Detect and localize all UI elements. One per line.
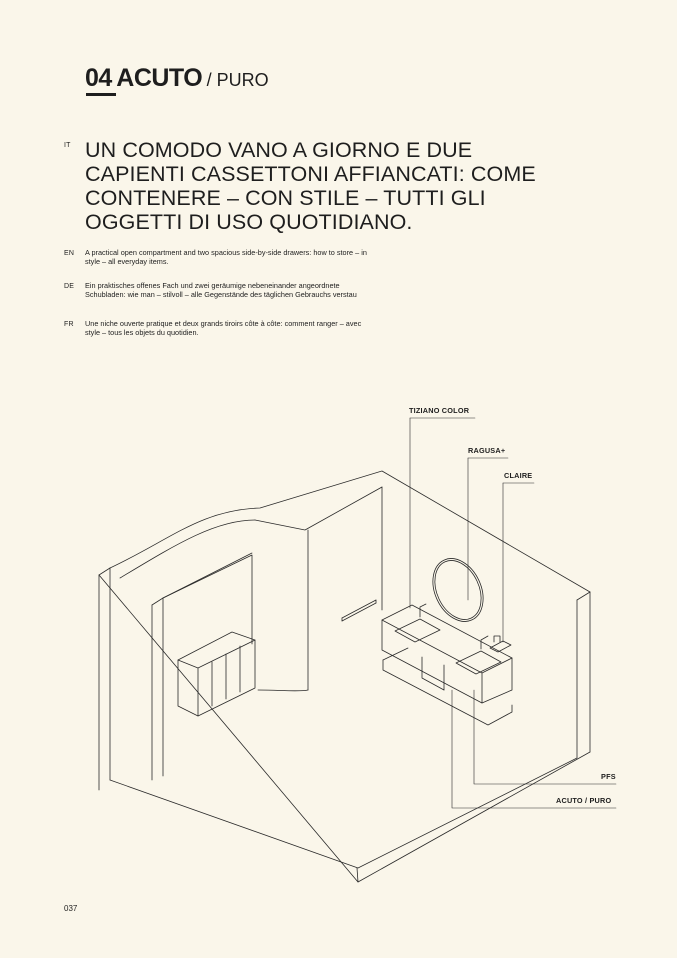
text-fr: Une niche ouverte pratique et deux grand…	[85, 319, 362, 337]
product-subname: / PURO	[206, 70, 269, 90]
wall-storage-units	[177, 631, 256, 717]
callout-lines	[409, 417, 617, 809]
vanity-acuto-puro	[381, 603, 513, 726]
accessory-claire	[489, 635, 512, 653]
label-acuto-puro: ACUTO / PURO	[556, 796, 612, 805]
lang-code-it: IT	[64, 142, 71, 149]
shower-panel	[151, 552, 253, 781]
product-name: ACUTO	[116, 64, 203, 92]
text-de: Ein praktisches offenes Fach und zwei ge…	[85, 281, 357, 299]
label-claire: CLAIRE	[504, 471, 533, 480]
section-number: 04	[85, 64, 112, 92]
mirror-ragusa	[432, 558, 484, 622]
label-tiziano-color: TIZIANO COLOR	[409, 406, 470, 415]
lang-code-en: EN	[64, 250, 75, 257]
number-underline	[86, 93, 116, 96]
room-outline	[98, 470, 591, 883]
curved-partition-wall	[119, 486, 383, 692]
section-heading: 04 ACUTO / PURO	[85, 64, 269, 93]
label-ragusa: RAGUSA+	[468, 446, 506, 455]
lang-code-fr: FR	[64, 321, 74, 328]
lang-code-de: DE	[64, 283, 75, 290]
text-en: A practical open compartment and two spa…	[85, 248, 367, 266]
headline-it: UN COMODO VANO A GIORNO E DUE CAPIENTI C…	[85, 138, 536, 234]
label-pfs: PFS	[601, 772, 616, 781]
page-number: 037	[64, 904, 78, 913]
towel-rail	[341, 599, 377, 622]
